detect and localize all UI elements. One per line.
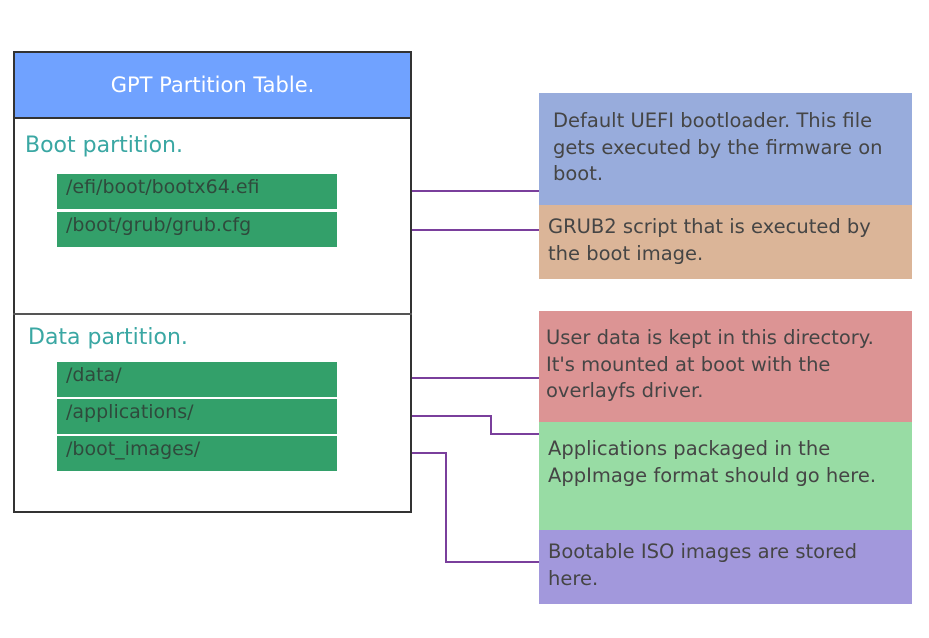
file-item-bootx64: /efi/boot/bootx64.efi xyxy=(57,174,337,209)
note-grub-cfg: GRUB2 script that is executed by the boo… xyxy=(539,205,912,279)
data-partition-label: Data partition. xyxy=(28,325,188,350)
boot-partition-label: Boot partition. xyxy=(25,133,183,158)
file-item-data: /data/ xyxy=(57,362,337,397)
note-data: User data is kept in this directory. It'… xyxy=(539,311,912,422)
partition-divider xyxy=(13,313,412,315)
note-boot-images: Bootable ISO images are stored here. xyxy=(539,530,912,604)
note-applications: Applications packaged in the AppImage fo… xyxy=(539,422,912,530)
note-bootx64: Default UEFI bootloader. This file gets … xyxy=(539,93,912,205)
gpt-title: GPT Partition Table. xyxy=(110,73,315,97)
file-item-boot-images: /boot_images/ xyxy=(57,436,337,471)
gpt-header: GPT Partition Table. xyxy=(13,51,412,119)
file-item-applications: /applications/ xyxy=(57,399,337,434)
connector-applications xyxy=(337,415,539,435)
file-item-grub-cfg: /boot/grub/grub.cfg xyxy=(57,212,337,247)
